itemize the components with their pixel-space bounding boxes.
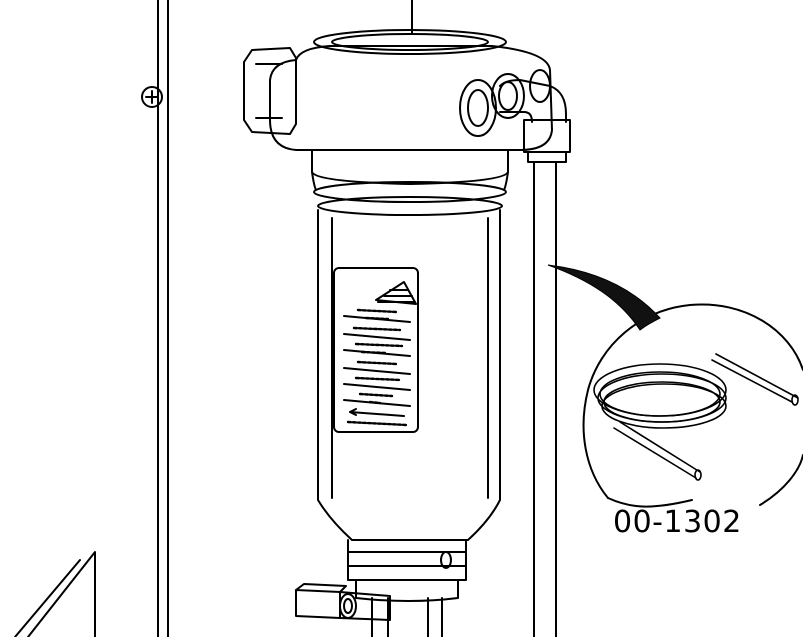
filter-bowl — [313, 181, 507, 541]
peak-logo-icon — [375, 281, 417, 305]
drain-valve-handle — [295, 583, 391, 621]
part-number-label: 00-1302 — [613, 505, 742, 540]
screw-icon — [141, 86, 163, 108]
filter-head — [243, 29, 553, 151]
detail-magnifier — [582, 303, 803, 508]
cabinet-panel — [14, 0, 169, 637]
callout-pointer — [547, 264, 661, 331]
filter-label-plate — [333, 267, 419, 433]
connecting-tube — [533, 161, 557, 637]
filter-drain-assembly — [347, 539, 467, 637]
label-fine-print — [346, 308, 408, 427]
coiled-tubing — [593, 353, 799, 481]
elbow-fitting — [499, 79, 571, 163]
